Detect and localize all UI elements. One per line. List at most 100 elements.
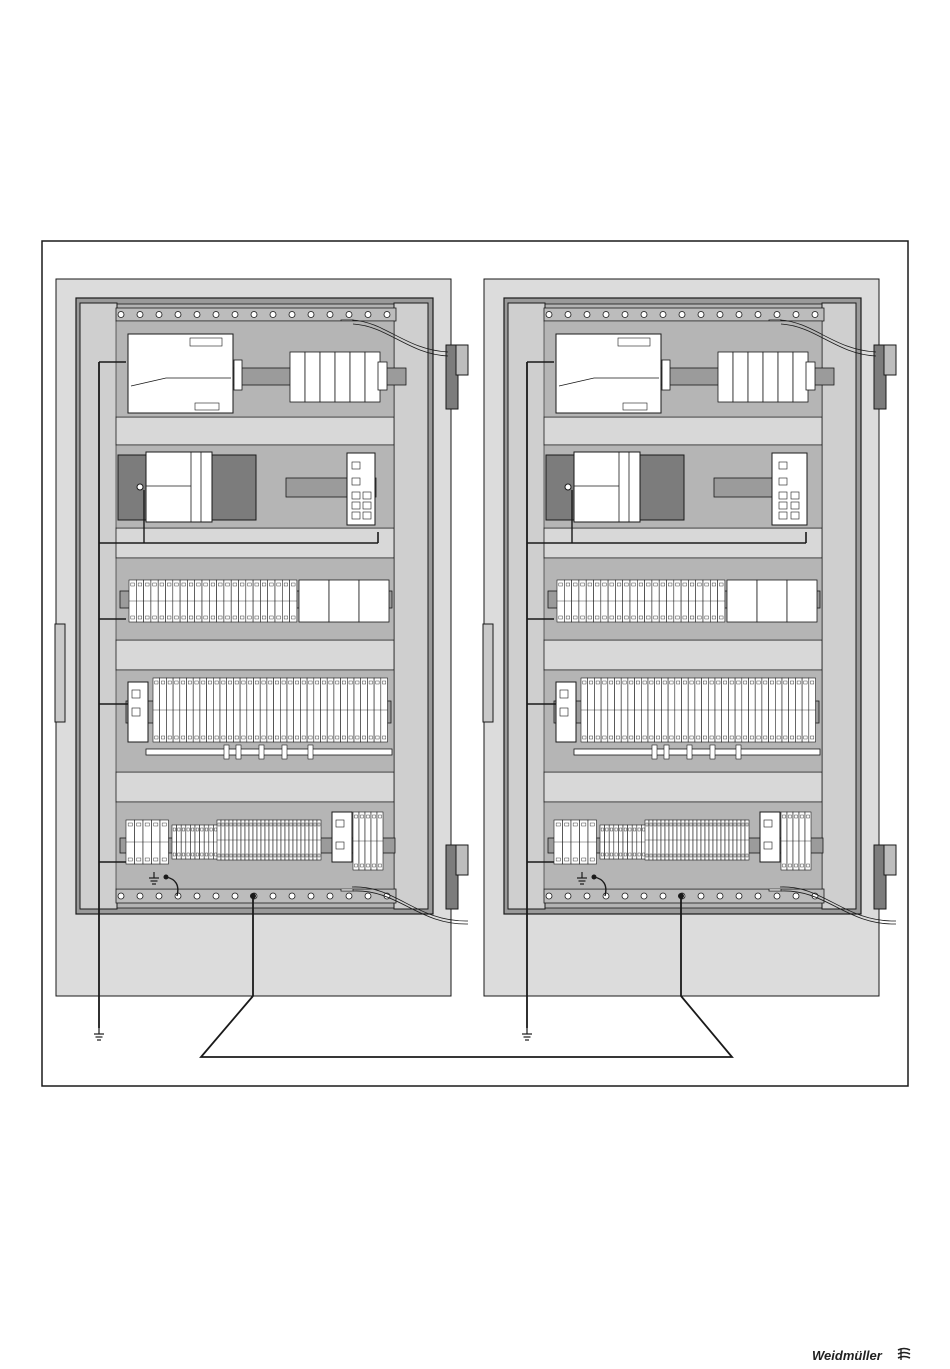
terminal-screw bbox=[683, 616, 687, 619]
ethernet-port-icon bbox=[352, 512, 360, 519]
terminal-screw bbox=[178, 828, 180, 831]
terminal-screw bbox=[670, 681, 673, 684]
terminal-screw bbox=[566, 616, 570, 619]
terminal-screw bbox=[248, 583, 252, 586]
horizontal-wire-duct bbox=[116, 640, 394, 670]
terminal-screw bbox=[168, 681, 171, 684]
door-hinge-cap bbox=[456, 845, 468, 875]
terminal-screw bbox=[668, 583, 672, 586]
brand-logo: Weidmüller bbox=[812, 1344, 942, 1366]
terminal-screw bbox=[306, 823, 308, 826]
terminal-screw bbox=[710, 854, 712, 857]
disconnect-terminal bbox=[757, 580, 787, 622]
mounting-hole bbox=[232, 893, 238, 899]
terminal-screw bbox=[624, 853, 626, 856]
terminal-screw bbox=[757, 736, 760, 739]
mounting-hole bbox=[194, 312, 200, 318]
weidmuller-logo-icon bbox=[896, 1346, 912, 1362]
terminal-screw bbox=[187, 853, 189, 856]
terminal-screw bbox=[556, 823, 560, 826]
terminal-screw bbox=[255, 681, 258, 684]
terminal-screw bbox=[175, 616, 179, 619]
mounting-hole bbox=[755, 312, 761, 318]
terminal-screw bbox=[573, 583, 577, 586]
terminal-screw bbox=[674, 823, 676, 826]
terminal-screw bbox=[188, 736, 191, 739]
terminal-screw bbox=[138, 583, 142, 586]
earth-ground-icon bbox=[94, 1028, 104, 1040]
terminal-screw bbox=[630, 681, 633, 684]
terminal-screw bbox=[175, 681, 178, 684]
terminal-screw bbox=[379, 815, 382, 818]
terminal-screw bbox=[234, 854, 236, 857]
mounting-hole bbox=[546, 893, 552, 899]
terminal-screw bbox=[154, 858, 158, 861]
terminal-screw bbox=[737, 736, 740, 739]
shield-clamp bbox=[710, 745, 715, 759]
terminal-screw bbox=[650, 854, 652, 857]
ethernet-port-icon bbox=[132, 708, 140, 716]
ethernet-port-icon bbox=[791, 512, 799, 519]
terminal-screw bbox=[663, 736, 666, 739]
terminal-screw bbox=[145, 823, 149, 826]
terminal-screw bbox=[291, 583, 295, 586]
terminal-screw bbox=[610, 828, 612, 831]
terminal-screw bbox=[743, 736, 746, 739]
terminal-screw bbox=[182, 616, 186, 619]
terminal-screw bbox=[610, 853, 612, 856]
relay-terminals bbox=[353, 812, 383, 870]
mounting-hole bbox=[584, 312, 590, 318]
terminal-screw bbox=[246, 823, 248, 826]
terminal-screw bbox=[719, 616, 723, 619]
terminal-screw bbox=[189, 616, 193, 619]
mounting-hole bbox=[213, 893, 219, 899]
terminal-screw bbox=[289, 681, 292, 684]
disconnect-terminal bbox=[359, 580, 389, 622]
terminal-screw bbox=[376, 736, 379, 739]
shield-clamp bbox=[736, 745, 741, 759]
terminal-screw bbox=[559, 616, 563, 619]
terminal-screw bbox=[789, 815, 792, 818]
terminal-screw bbox=[294, 823, 296, 826]
mounting-hole bbox=[213, 312, 219, 318]
mounting-hole bbox=[327, 893, 333, 899]
terminal-screw bbox=[678, 854, 680, 857]
terminal-screw bbox=[710, 823, 712, 826]
terminal-screw bbox=[678, 823, 680, 826]
terminal-screw bbox=[658, 823, 660, 826]
right-cable-duct bbox=[822, 303, 856, 909]
terminal-screw bbox=[322, 736, 325, 739]
terminal-screw bbox=[275, 681, 278, 684]
mounting-hole bbox=[660, 312, 666, 318]
terminal-screw bbox=[656, 681, 659, 684]
terminal-screw bbox=[718, 823, 720, 826]
ethernet-port-icon bbox=[363, 502, 371, 509]
terminal-screw bbox=[676, 583, 680, 586]
terminal-screw bbox=[187, 828, 189, 831]
terminal-screw bbox=[670, 823, 672, 826]
terminal-screw bbox=[162, 858, 166, 861]
terminal-screw bbox=[702, 823, 704, 826]
terminal-screw bbox=[226, 823, 228, 826]
terminal-screw bbox=[686, 823, 688, 826]
terminal-screw bbox=[201, 853, 203, 856]
terminal-screw bbox=[302, 823, 304, 826]
terminal-screw bbox=[160, 616, 164, 619]
terminal-screw bbox=[638, 828, 640, 831]
terminal-screw bbox=[290, 854, 292, 857]
mounting-hole bbox=[308, 893, 314, 899]
terminal-screw bbox=[620, 828, 622, 831]
terminal-screw bbox=[712, 583, 716, 586]
terminal-screw bbox=[322, 681, 325, 684]
terminal-screw bbox=[629, 853, 631, 856]
ethernet-port-icon bbox=[132, 690, 140, 698]
terminal-screw bbox=[623, 681, 626, 684]
terminal-screw bbox=[742, 854, 744, 857]
shield-clamp bbox=[259, 745, 264, 759]
door-hinge-cap bbox=[884, 845, 896, 875]
terminal-screw bbox=[262, 583, 266, 586]
terminal-screw bbox=[726, 854, 728, 857]
terminal-screw bbox=[342, 736, 345, 739]
terminal-screw bbox=[153, 583, 157, 586]
terminal-screw bbox=[178, 853, 180, 856]
